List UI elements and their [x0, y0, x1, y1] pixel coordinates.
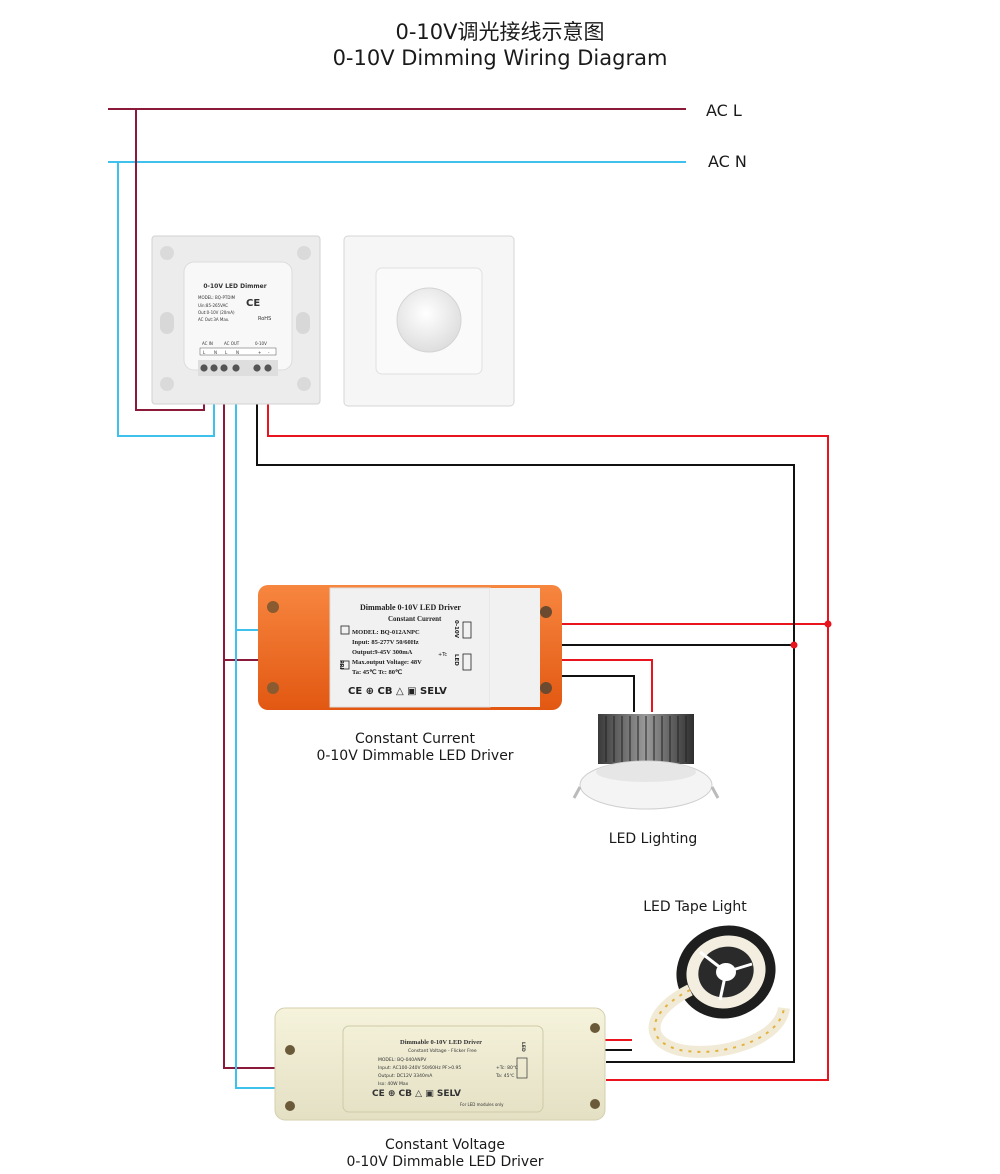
- svg-text:Uin:85-265VAC: Uin:85-265VAC: [198, 303, 228, 308]
- ac-neutral-label: AC N: [708, 152, 747, 171]
- svg-text:AC OUT: AC OUT: [224, 341, 240, 346]
- led-downlight: [572, 714, 720, 810]
- svg-text:+Tc: 80℃: +Tc: 80℃: [496, 1065, 518, 1071]
- svg-text:LED: LED: [520, 1042, 526, 1052]
- title-chinese: 0-10V调光接线示意图: [395, 20, 605, 44]
- svg-text:L: L: [203, 350, 206, 355]
- svg-text:Input: 85-277V 50/60Hz: Input: 85-277V 50/60Hz: [352, 639, 419, 646]
- svg-text:0-10V: 0-10V: [255, 341, 267, 346]
- svg-text:Dimmable 0-10V LED Driver: Dimmable 0-10V LED Driver: [360, 603, 461, 612]
- svg-text:Input: AC100-240V 50/60Hz PF>0: Input: AC100-240V 50/60Hz PF>0.95: [378, 1065, 461, 1071]
- wire-neutral-to-dimmer: [117, 162, 215, 437]
- svg-text:-: -: [268, 350, 270, 355]
- svg-text:Output:9-45V 300mA: Output:9-45V 300mA: [352, 649, 413, 656]
- svg-text:Max.output Voltage: 48V: Max.output Voltage: 48V: [352, 659, 422, 666]
- led-lighting-caption: LED Lighting: [608, 831, 698, 847]
- ac-live-label: AC L: [706, 101, 742, 120]
- svg-text:AC Out:3A Max.: AC Out:3A Max.: [198, 317, 229, 322]
- svg-text:Dimmable 0-10V LED Driver: Dimmable 0-10V LED Driver: [400, 1039, 482, 1046]
- svg-text:CE: CE: [246, 298, 260, 309]
- svg-text:Ta: 45℃: Ta: 45℃: [495, 1073, 515, 1079]
- cv-driver: Dimmable 0-10V LED Driver Constant Volta…: [274, 1007, 606, 1121]
- cc-driver-caption: Constant Current 0-10V Dimmable LED Driv…: [316, 731, 514, 764]
- svg-text:Constant Voltage - Flicker Fre: Constant Voltage - Flicker Free: [408, 1048, 477, 1054]
- wire-dim-positive: [267, 376, 829, 1081]
- svg-text:+: +: [258, 350, 261, 355]
- wire-dim-negative: [256, 376, 795, 1063]
- svg-text:0-10V: 0-10V: [453, 620, 459, 639]
- svg-text:N: N: [214, 350, 217, 355]
- junction-negative: [790, 641, 798, 649]
- svg-text:Constant Current: Constant Current: [388, 615, 442, 623]
- svg-text:Iso: 40W Max: Iso: 40W Max: [378, 1081, 409, 1087]
- svg-text:Ta: 45℃ Tc: 80℃: Ta: 45℃ Tc: 80℃: [352, 668, 403, 676]
- svg-text:+Tc: +Tc: [438, 652, 447, 658]
- cc-driver: Dimmable 0-10V LED Driver Constant Curre…: [258, 585, 562, 710]
- dimmer-front-plate: [343, 235, 515, 407]
- cv-driver-caption: Constant Voltage 0-10V Dimmable LED Driv…: [346, 1137, 544, 1170]
- wire-led-positive: [556, 659, 653, 712]
- dimmer-name: 0-10V LED Dimmer: [203, 283, 266, 290]
- title-english: 0-10V Dimming Wiring Diagram: [332, 46, 668, 70]
- svg-text:Out:0-10V (20mA): Out:0-10V (20mA): [198, 310, 235, 315]
- led-tape-reel: [648, 925, 790, 1058]
- svg-text:Output: DC12V 3340mA: Output: DC12V 3340mA: [378, 1073, 433, 1079]
- svg-text:LED: LED: [453, 654, 459, 666]
- svg-text:RoHS: RoHS: [258, 316, 271, 322]
- junction-positive: [824, 620, 832, 628]
- dimmer-back-plate: 0-10V LED Dimmer MODEL: BQ-PTDIM Uin:85-…: [151, 235, 321, 405]
- svg-text:MODEL: BQ-PTDIM: MODEL: BQ-PTDIM: [198, 295, 236, 300]
- dimmer-knob: [396, 287, 462, 353]
- svg-text:CE ⊕ CB △ ▣ SELV: CE ⊕ CB △ ▣ SELV: [348, 686, 447, 697]
- svg-text:N: N: [236, 350, 239, 355]
- wire-led-negative: [556, 675, 635, 712]
- svg-text:CE ⊕ CB △ ▣ SELV: CE ⊕ CB △ ▣ SELV: [372, 1089, 461, 1099]
- svg-text:For LED modules only: For LED modules only: [460, 1102, 504, 1107]
- led-tape-light-caption: LED Tape Light: [643, 899, 747, 915]
- svg-text:L: L: [225, 350, 228, 355]
- svg-text:MODEL: BQ-012ANPC: MODEL: BQ-012ANPC: [352, 629, 420, 636]
- svg-text:MODEL: BQ-040ANPV: MODEL: BQ-040ANPV: [378, 1057, 427, 1063]
- svg-text:AC IN: AC IN: [202, 341, 213, 346]
